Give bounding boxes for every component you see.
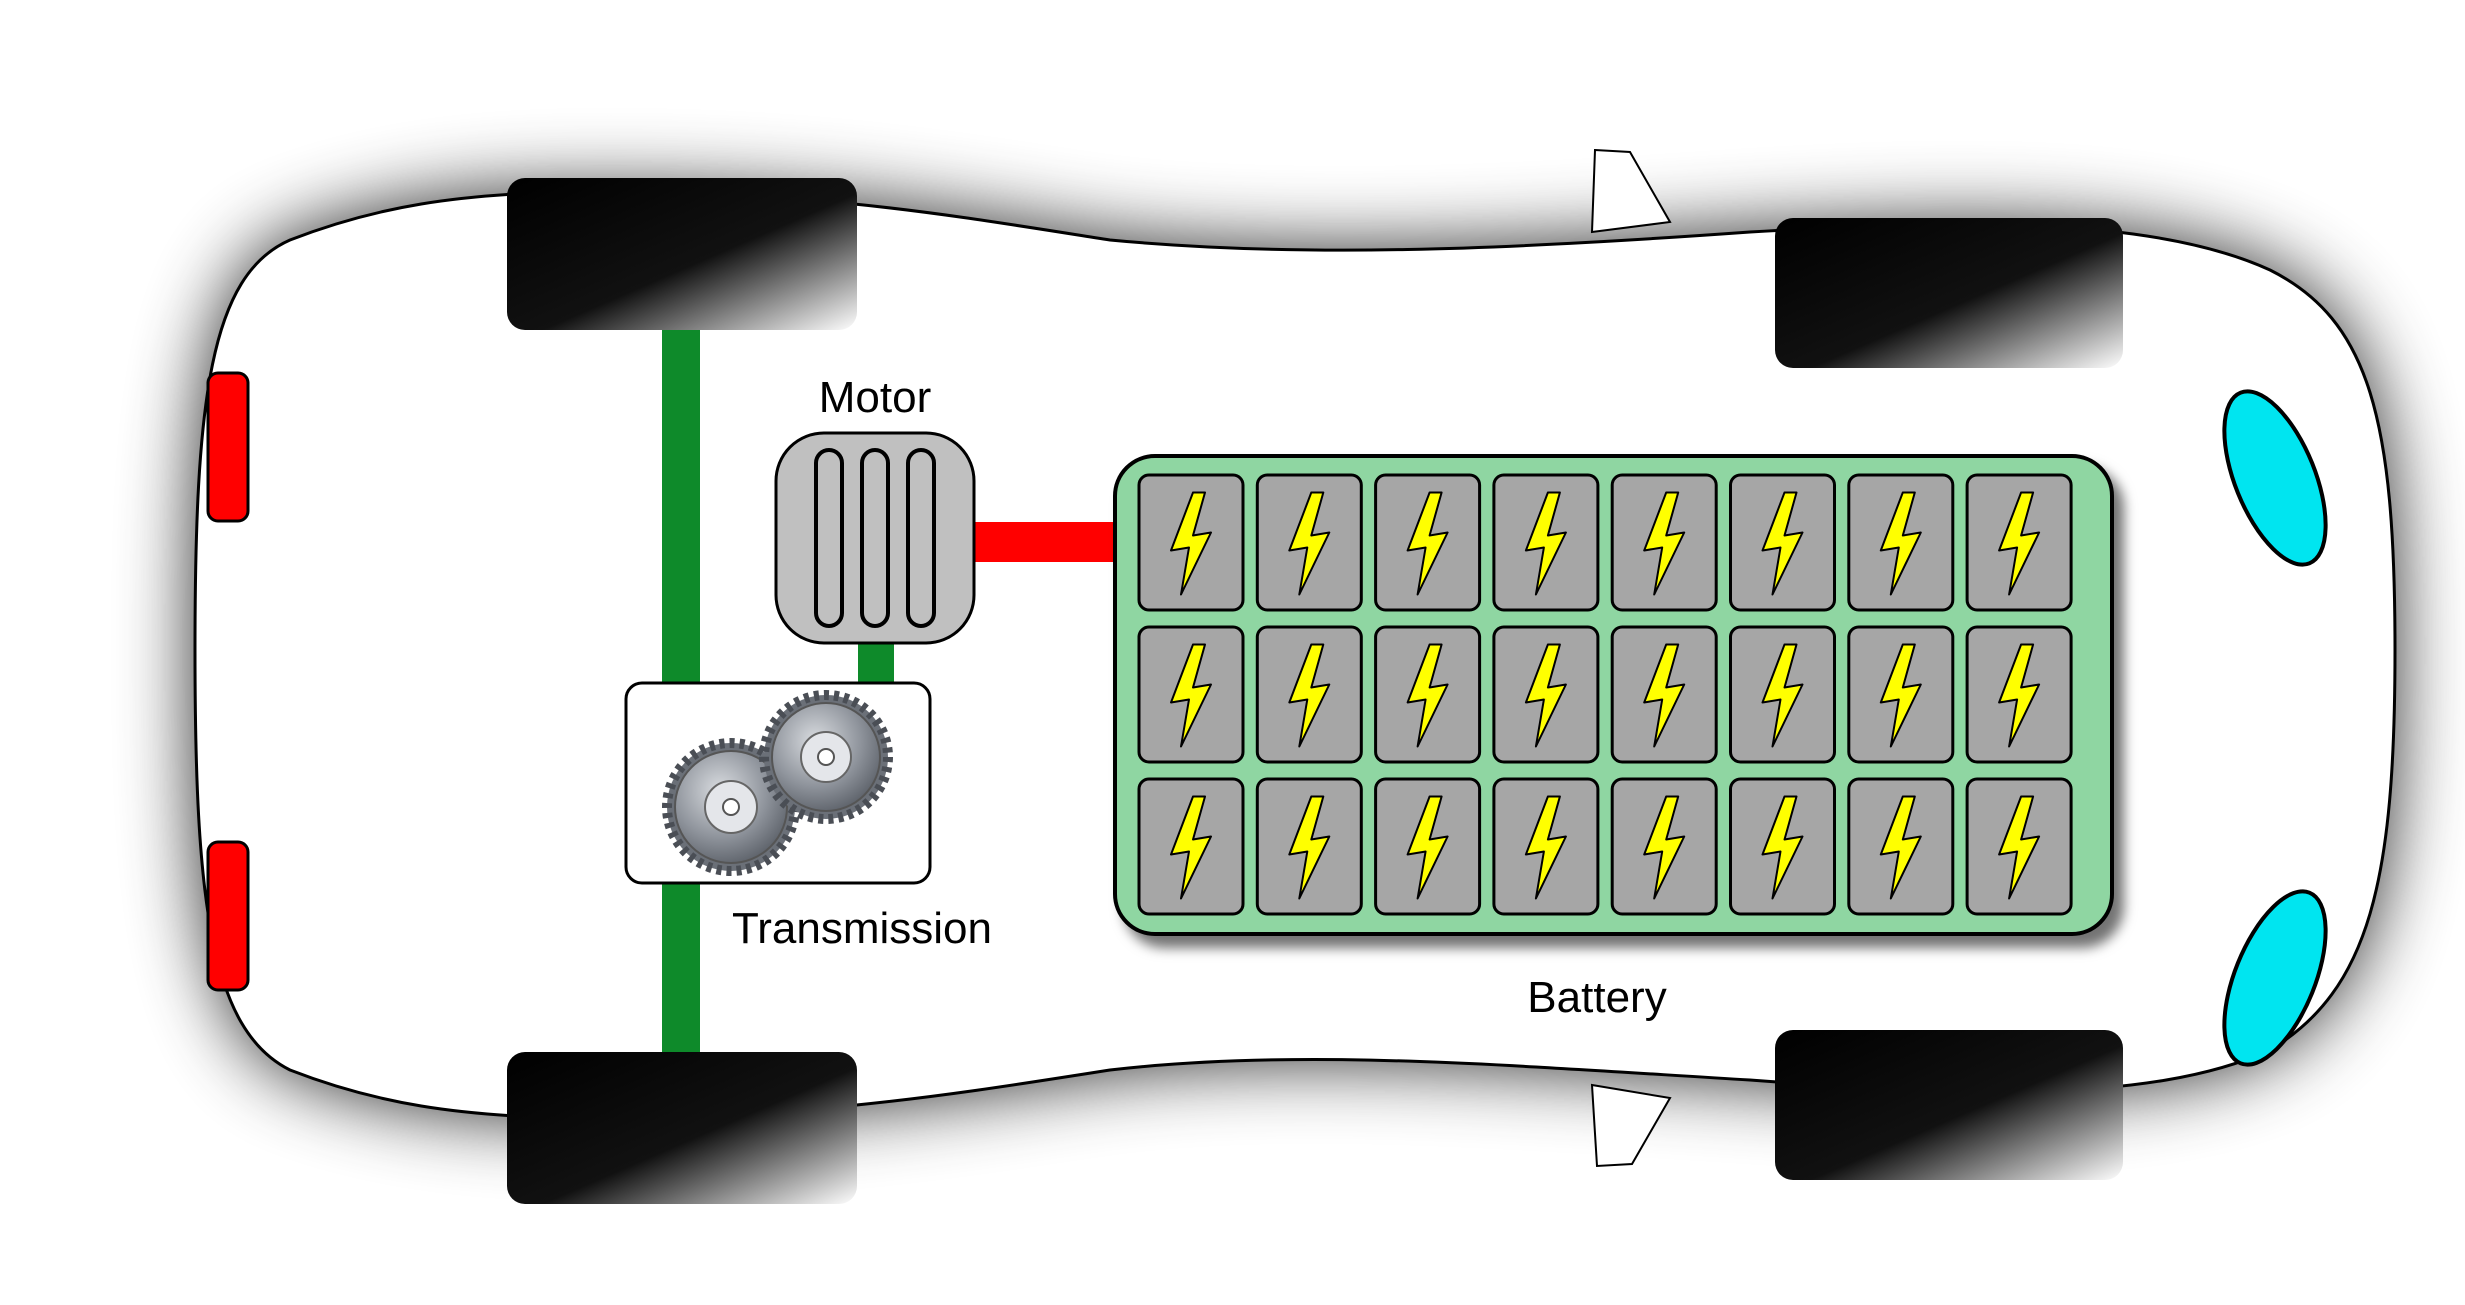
tire-front-bottom bbox=[1775, 1030, 2123, 1180]
battery-cell bbox=[1610, 777, 1718, 916]
lightning-bolt-icon bbox=[1998, 643, 2041, 748]
lightning-bolt-icon bbox=[1761, 795, 1804, 900]
lightning-bolt-icon bbox=[1406, 795, 1449, 900]
battery-label: Battery bbox=[1527, 973, 1666, 1022]
battery-cell bbox=[1374, 625, 1482, 764]
lightning-bolt-icon bbox=[1524, 643, 1567, 748]
lightning-bolt-icon bbox=[1761, 491, 1804, 596]
tire-rear-bottom bbox=[507, 1052, 857, 1204]
left-mirror bbox=[1590, 148, 1672, 234]
headlight-top bbox=[2222, 389, 2328, 567]
motor-shaft bbox=[858, 642, 894, 684]
lightning-bolt-icon bbox=[1406, 643, 1449, 748]
battery-cell bbox=[1492, 625, 1600, 764]
lightning-bolt-icon bbox=[1288, 491, 1331, 596]
battery-cell bbox=[1847, 777, 1955, 916]
tire-rear-top bbox=[507, 178, 857, 330]
battery-cell bbox=[1729, 777, 1836, 916]
lightning-bolt-icon bbox=[1879, 643, 1922, 748]
battery-cell bbox=[1965, 473, 2073, 612]
lightning-bolt-icon bbox=[1170, 491, 1212, 596]
battery-cell bbox=[1137, 625, 1245, 764]
lightning-bolt-icon bbox=[1170, 795, 1212, 900]
power-cable bbox=[968, 522, 1116, 562]
battery-cell bbox=[1847, 625, 1955, 764]
battery-cell bbox=[1255, 473, 1363, 612]
lightning-bolt-icon bbox=[1761, 643, 1804, 748]
battery-cell bbox=[1255, 625, 1363, 764]
battery-cell bbox=[1492, 777, 1600, 916]
gear-icon bbox=[759, 690, 893, 824]
battery-cell bbox=[1847, 473, 1955, 612]
right-mirror bbox=[1590, 1083, 1672, 1168]
lightning-bolt-icon bbox=[1406, 491, 1449, 596]
tail-light-bottom bbox=[206, 840, 250, 992]
tire-front-top bbox=[1775, 218, 2123, 368]
lightning-bolt-icon bbox=[1643, 491, 1686, 596]
battery-cell bbox=[1255, 777, 1363, 916]
battery-cell bbox=[1137, 473, 1245, 612]
lightning-bolt-icon bbox=[1998, 795, 2041, 900]
battery-cell bbox=[1610, 473, 1718, 612]
lightning-bolt-icon bbox=[1170, 643, 1212, 748]
battery-cell bbox=[1729, 625, 1836, 764]
motor bbox=[774, 431, 976, 645]
battery-cell bbox=[1492, 473, 1600, 612]
tail-light-top bbox=[206, 371, 250, 523]
lightning-bolt-icon bbox=[1998, 491, 2041, 596]
battery-cell bbox=[1137, 777, 1245, 916]
battery-cells bbox=[1137, 473, 2073, 916]
battery-cell bbox=[1374, 777, 1482, 916]
transmission-label: Transmission bbox=[732, 904, 992, 953]
lightning-bolt-icon bbox=[1288, 643, 1331, 748]
transmission bbox=[624, 681, 932, 885]
lightning-bolt-icon bbox=[1879, 491, 1922, 596]
battery-cell bbox=[1374, 473, 1482, 612]
lightning-bolt-icon bbox=[1524, 795, 1567, 900]
battery-cell bbox=[1729, 473, 1836, 612]
lightning-bolt-icon bbox=[1879, 795, 1922, 900]
lightning-bolt-icon bbox=[1643, 643, 1686, 748]
motor-label: Motor bbox=[819, 373, 931, 422]
battery-cell bbox=[1965, 625, 2073, 764]
battery-cell bbox=[1610, 625, 1718, 764]
lightning-bolt-icon bbox=[1524, 491, 1567, 596]
battery-cell bbox=[1965, 777, 2073, 916]
headlight-bottom bbox=[2222, 889, 2328, 1067]
lightning-bolt-icon bbox=[1288, 795, 1331, 900]
lightning-bolt-icon bbox=[1643, 795, 1686, 900]
